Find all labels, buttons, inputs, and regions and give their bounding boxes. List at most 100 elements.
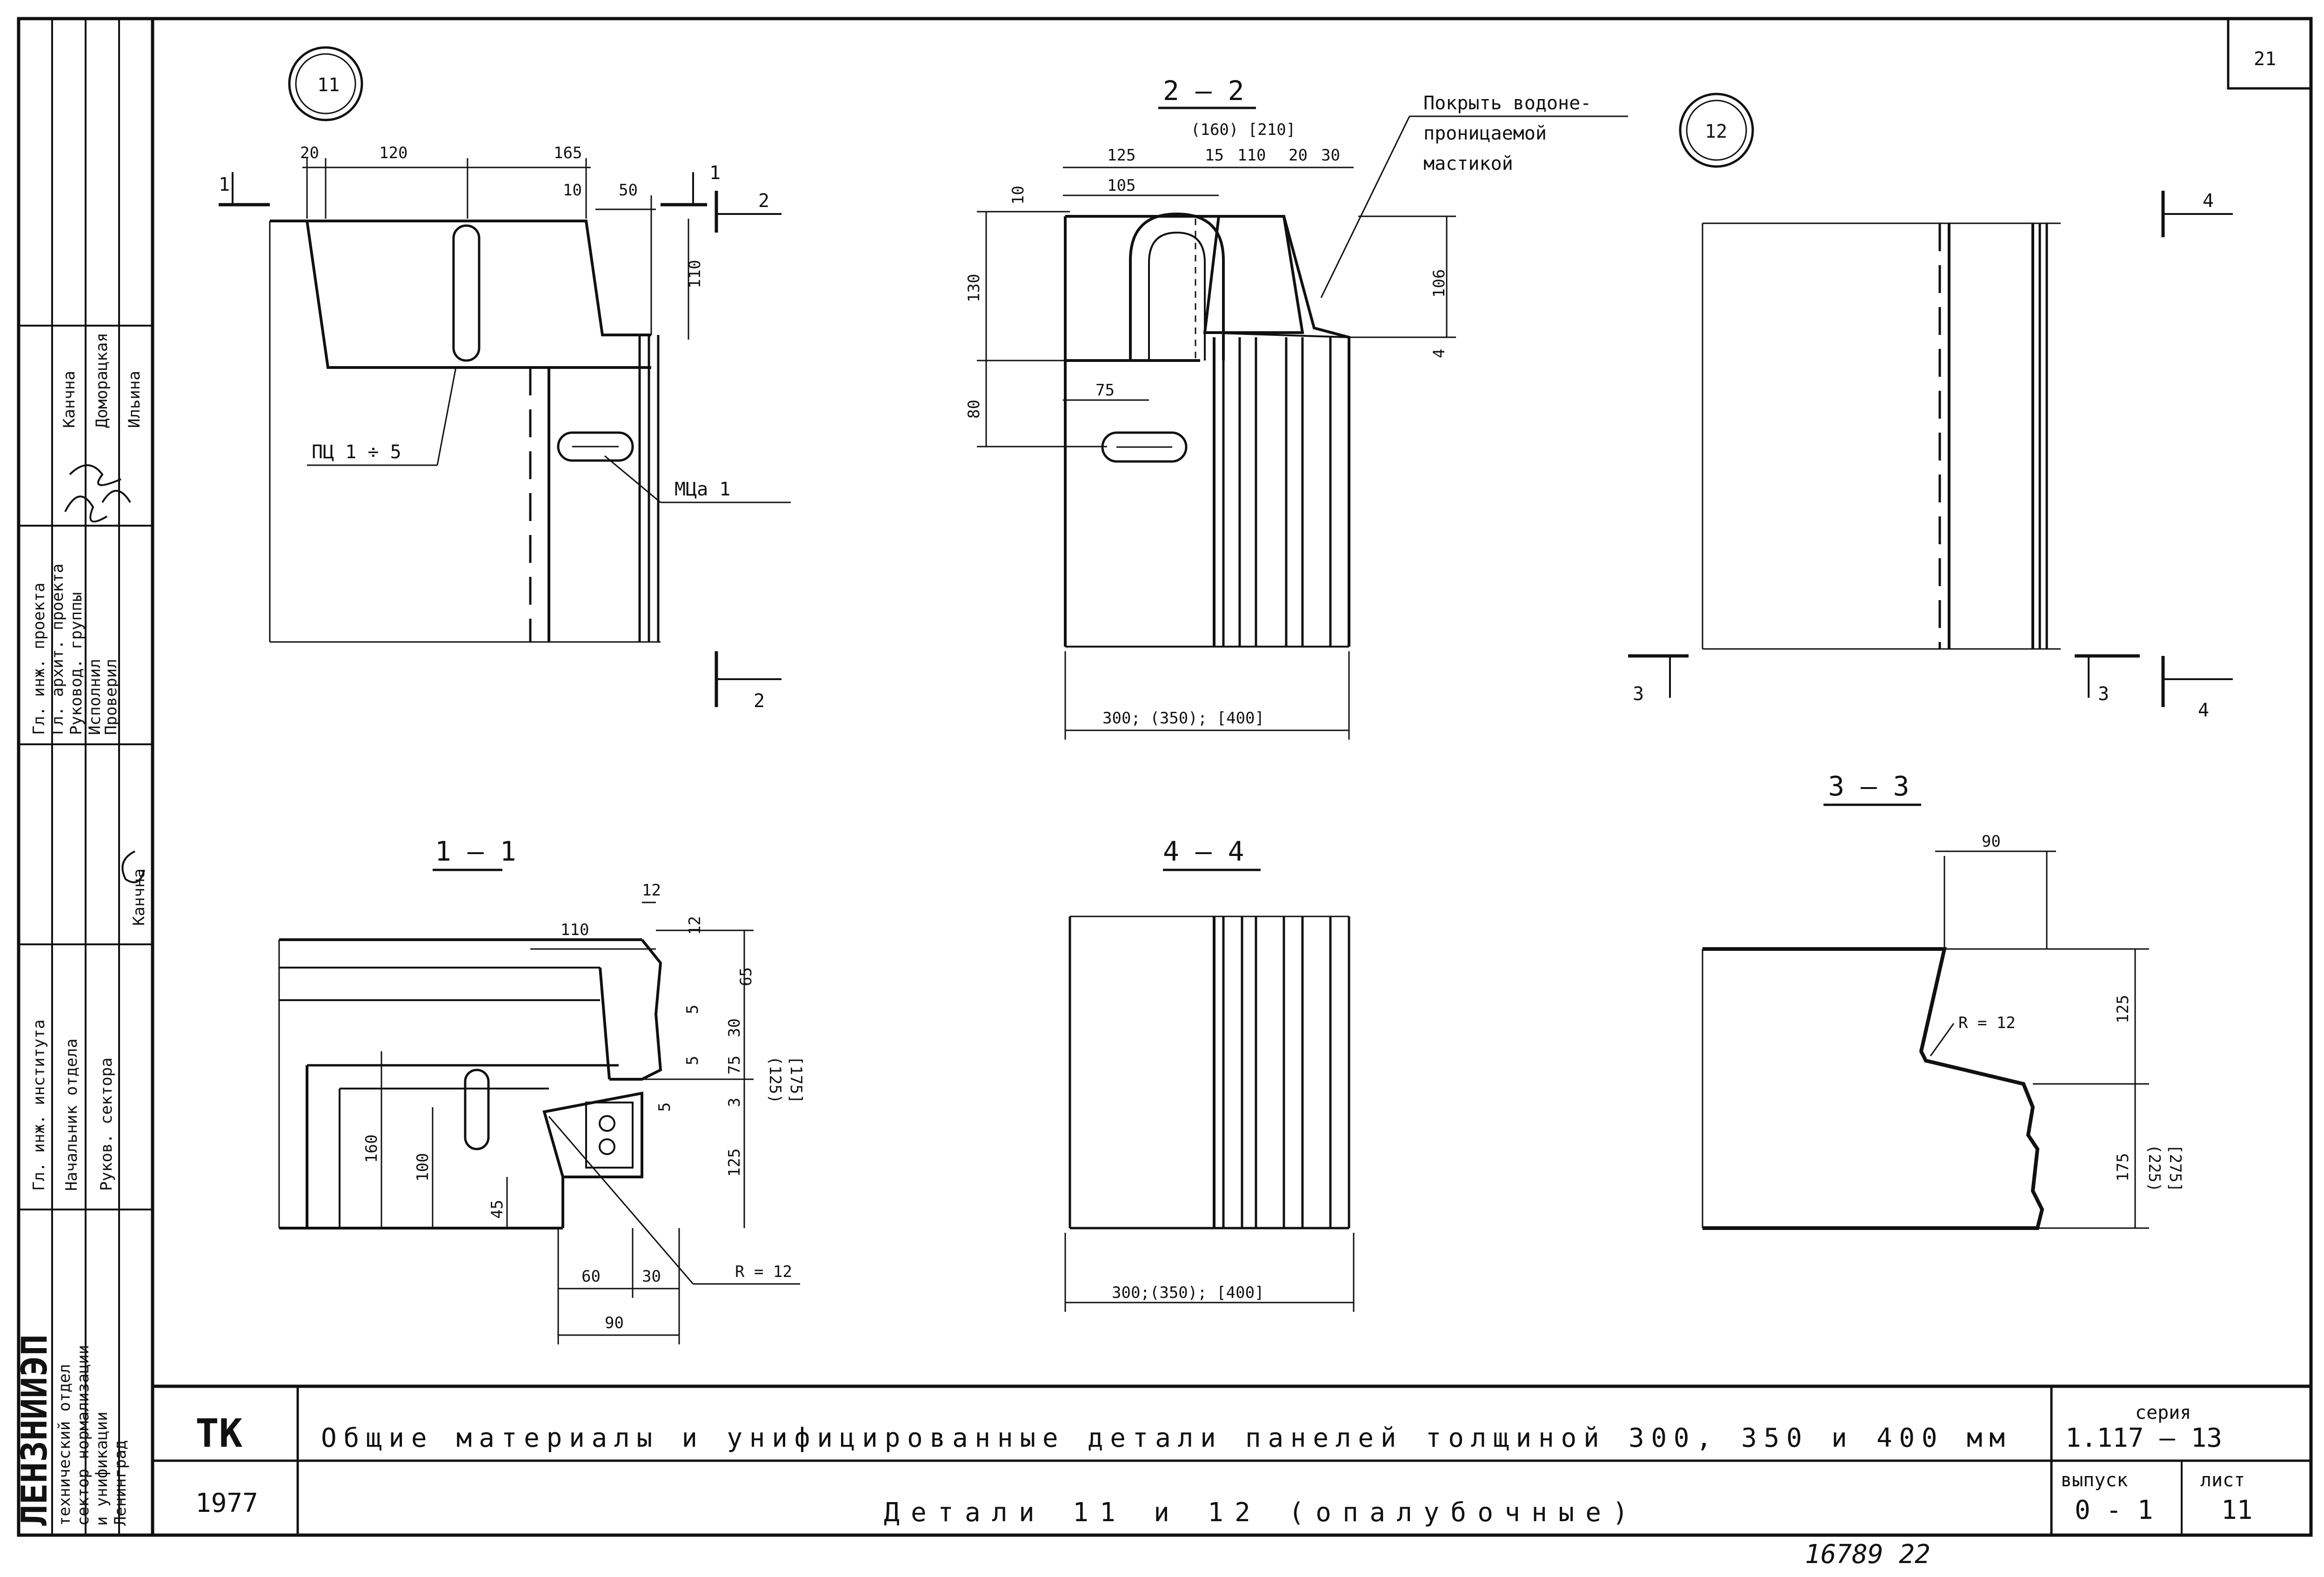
svg-text:125: 125 [725, 1149, 744, 1177]
svg-text:110: 110 [561, 921, 589, 939]
section-4-4-title: 4 — 4 [1163, 835, 1244, 867]
detail-11-elevation [219, 46, 791, 707]
detail-12-elevation [1628, 93, 2233, 707]
svg-text:12: 12 [686, 916, 704, 935]
svg-text:20: 20 [1289, 146, 1308, 165]
drawing-subtitle: Детали 11 и 12 (опалубочные) [884, 1497, 1628, 1528]
svg-text:5: 5 [655, 1103, 674, 1112]
svg-text:Ильина: Ильина [125, 371, 144, 428]
svg-text:[175]: [175] [787, 1056, 805, 1103]
svg-text:125: 125 [1107, 146, 1135, 165]
svg-text:4: 4 [2198, 700, 2209, 721]
svg-text:75: 75 [725, 1056, 744, 1075]
svg-text:3: 3 [725, 1098, 744, 1107]
sheet: 11 [2221, 1495, 2252, 1525]
section-1-1-labels: 1 — 1 12 110 12 65 5 30 5 75 3 125 5 160… [362, 835, 805, 1332]
section-2-2 [977, 107, 1628, 740]
svg-text:12: 12 [642, 881, 661, 900]
svg-text:4: 4 [1430, 349, 1449, 358]
svg-text:125: 125 [2114, 995, 2132, 1023]
detail-12-marker: 12 [1705, 121, 1727, 142]
svg-text:3: 3 [1633, 683, 1644, 705]
signature [64, 464, 131, 523]
svg-text:Доморацкая: Доморацкая [93, 333, 111, 428]
svg-text:R = 12: R = 12 [1958, 1014, 2016, 1032]
svg-text:110: 110 [1237, 146, 1266, 165]
svg-text:65: 65 [737, 967, 755, 986]
detail-12-labels: 12 4 4 3 3 [1633, 121, 2214, 721]
detail-11-marker: 11 [317, 74, 340, 96]
svg-text:Гл. инж. института: Гл. инж. института [30, 1020, 48, 1191]
svg-text:75: 75 [1095, 381, 1115, 400]
svg-text:105: 105 [1107, 176, 1135, 195]
svg-text:5: 5 [683, 1005, 702, 1014]
section-2-2-title: 2 — 2 [1163, 75, 1244, 107]
section-3-3-labels: 3 — 3 90 125 175 (225) [275] R = 12 [1828, 770, 2184, 1192]
svg-text:Проверил: Проверил [102, 659, 120, 735]
label-mc: МЦа 1 [674, 479, 730, 500]
detail-11-labels: 11 20 120 165 10 50 110 1 1 2 2 ПЦ 1 ÷ 5… [219, 74, 769, 712]
svg-text:300; (350); [400]: 300; (350); [400] [1102, 709, 1264, 728]
detail-11-marker-circle [288, 46, 363, 121]
svg-text:(125): (125) [766, 1056, 784, 1103]
institute-name: ЛЕНЗНИИЭП [13, 1334, 55, 1526]
svg-text:2: 2 [758, 190, 769, 212]
svg-text:10: 10 [563, 181, 582, 200]
note-line-3: мастикой [1423, 153, 1513, 174]
svg-text:(160) [210]: (160) [210] [1191, 120, 1296, 139]
detail-12-marker-circle [1679, 93, 1754, 168]
section-4-4 [1064, 869, 1355, 1312]
note-line-1: Покрыть водоне- [1423, 93, 1591, 114]
svg-text:90: 90 [605, 1314, 624, 1332]
title-block: 21 ТК 1977 Общие материалы и унифицирова… [195, 48, 2276, 1528]
series: 1.117 — 13 [2065, 1423, 2222, 1453]
svg-text:и унификации: и унификации [93, 1411, 111, 1526]
svg-text:Начальник отдела: Начальник отдела [62, 1038, 81, 1191]
stamp-number: 16789 22 [1805, 1539, 1930, 1570]
sheet-number-box [2227, 17, 2312, 90]
svg-text:10: 10 [1009, 186, 1028, 205]
svg-text:90: 90 [1982, 832, 2001, 851]
svg-text:технический отдел: технический отдел [55, 1364, 74, 1526]
svg-text:130: 130 [965, 274, 983, 302]
svg-text:120: 120 [379, 144, 407, 162]
svg-text:(225): (225) [2145, 1144, 2164, 1192]
svg-text:30: 30 [725, 1018, 744, 1037]
svg-text:30: 30 [642, 1267, 661, 1286]
svg-text:106: 106 [1430, 269, 1449, 298]
svg-text:сектор нормализации: сектор нормализации [74, 1345, 93, 1526]
issue: 0 - 1 [2075, 1495, 2153, 1525]
section-4-4-labels: 4 — 4 300;(350); [400] [1112, 835, 1264, 1302]
svg-text:80: 80 [965, 400, 983, 419]
signature [121, 850, 145, 883]
year: 1977 [195, 1488, 258, 1518]
svg-text:Ленинград: Ленинград [111, 1440, 130, 1526]
svg-text:Канчна: Канчна [130, 869, 148, 926]
svg-text:300;(350); [400]: 300;(350); [400] [1112, 1283, 1264, 1302]
svg-text:110: 110 [686, 260, 704, 288]
svg-text:Исполнил: Исполнил [86, 659, 104, 735]
svg-text:15: 15 [1205, 146, 1224, 165]
svg-text:4: 4 [2203, 190, 2214, 212]
sheet-label: лист [2200, 1470, 2245, 1491]
svg-text:Руковод. группы: Руковод. группы [67, 592, 86, 735]
side-stamp: ЛЕНЗНИИЭП технический отдел сектор норма… [13, 333, 148, 1526]
svg-text:30: 30 [1321, 146, 1340, 165]
svg-text:1: 1 [709, 162, 721, 184]
svg-text:5: 5 [683, 1056, 702, 1065]
svg-text:175: 175 [2114, 1153, 2132, 1182]
sheet-number: 21 [2254, 48, 2276, 70]
section-1-1-title: 1 — 1 [435, 835, 516, 867]
svg-text:Гл. инж. проекта: Гл. инж. проекта [30, 582, 48, 735]
svg-text:Канчна: Канчна [60, 371, 79, 428]
svg-text:1: 1 [219, 174, 230, 195]
series-label: серия [2135, 1402, 2191, 1423]
svg-text:Гл. архит. проекта: Гл. архит. проекта [48, 564, 67, 735]
label-pc: ПЦ 1 ÷ 5 [312, 441, 401, 463]
note-line-2: проницаемой [1423, 123, 1547, 144]
svg-text:60: 60 [581, 1267, 601, 1286]
section-2-2-labels: 2 — 2 125 105 (160) [210] 15 110 20 30 1… [965, 75, 1591, 728]
drawing-title: Общие материалы и унифицированные детали… [321, 1423, 2005, 1453]
svg-text:[275]: [275] [2166, 1144, 2184, 1192]
